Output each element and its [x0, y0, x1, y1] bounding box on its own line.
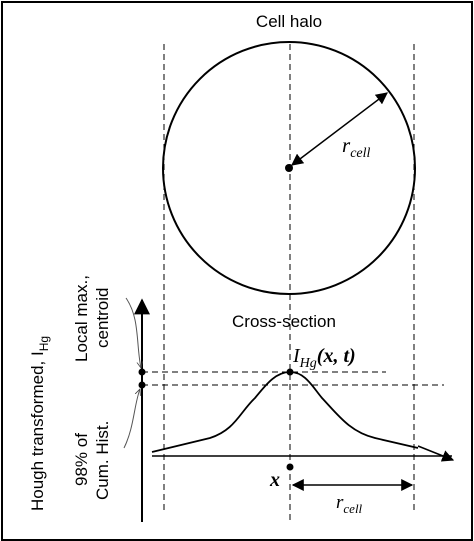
bottom-radius-label: rcell — [336, 492, 363, 516]
cross-section-label: Cross-section — [232, 312, 336, 331]
cell-center-dot — [285, 164, 293, 172]
radius-arrow — [291, 92, 388, 166]
threshold-point — [138, 381, 146, 389]
x-label: x — [269, 469, 280, 491]
axis-label: Hough transformed, IHg — [28, 336, 51, 511]
local-max-point — [138, 368, 146, 376]
title-label: Cell halo — [256, 12, 322, 31]
curve-label: IHg(x, t) — [292, 345, 356, 371]
cross-section-curve — [151, 371, 419, 453]
x-point — [286, 463, 294, 471]
cum-hist-label-line2: Cum. Hist. — [93, 421, 112, 500]
local-max-label-line2: centroid — [93, 288, 112, 348]
cum-hist-callout — [123, 389, 140, 449]
cell-halo-circle — [162, 41, 416, 295]
local-max-label-line1: Local max., — [72, 275, 91, 362]
x-axis-arrow — [417, 445, 455, 462]
local-max-callout — [125, 297, 141, 368]
radius-label: rcell — [342, 133, 371, 161]
cum-hist-label-line1: 98% of — [72, 433, 91, 486]
peak-point — [286, 368, 294, 376]
